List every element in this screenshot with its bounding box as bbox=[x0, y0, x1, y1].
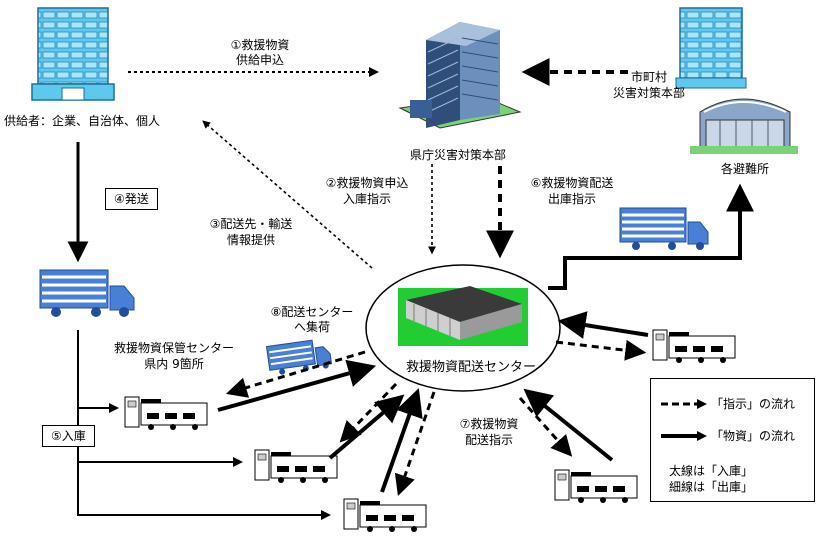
flow-arrow-wh2-in bbox=[328, 394, 405, 460]
step1-label-2: 供給申込 bbox=[235, 53, 284, 67]
flow-arrow-wh4-out bbox=[555, 339, 647, 361]
legend-note-1: 太線は「入庫」 bbox=[669, 464, 754, 478]
municipal-label-1: 市町村 bbox=[630, 70, 667, 84]
step2-label-1: ②救援物資申込 bbox=[325, 176, 409, 190]
flow-arrow-wh4-in bbox=[557, 311, 649, 339]
hq-tower-icon bbox=[398, 22, 522, 129]
step7-label-1: ⑦救援物資 bbox=[459, 417, 519, 431]
shelter-building-icon bbox=[675, 7, 798, 154]
warehouse-icon bbox=[343, 498, 427, 532]
flow-arrow-to-shelters bbox=[548, 183, 754, 290]
truck-icon bbox=[39, 269, 135, 317]
step7-label-2: 配送指示 bbox=[464, 433, 513, 447]
shelters-label: 各避難所 bbox=[720, 162, 769, 176]
legend-goods: 「物資」の流れ bbox=[659, 427, 814, 445]
legend-goods-label: 「物資」の流れ bbox=[711, 429, 796, 443]
office-building-icon bbox=[31, 7, 115, 101]
solid-arrow-icon bbox=[661, 431, 707, 441]
step6-label-1: ⑥救援物資配送 bbox=[530, 176, 614, 190]
flow-arrow-wh5-in bbox=[523, 388, 614, 462]
step8-label-1: ⑧配送センター bbox=[270, 305, 354, 319]
supplier-label: 供給者：企業、自治体、個人 bbox=[4, 114, 161, 128]
warehouse-icon bbox=[124, 396, 208, 430]
hq-label: 県庁災害対策本部 bbox=[409, 148, 506, 162]
flow-arrow-wh3-out bbox=[394, 391, 436, 496]
step6-label-2: 出庫指示 bbox=[547, 192, 596, 206]
flow-arrow-wh3-in bbox=[380, 388, 423, 493]
truck-icon bbox=[619, 207, 709, 250]
distribution-center-icon bbox=[398, 286, 528, 346]
legend-instruction: 「指示」の流れ bbox=[659, 395, 814, 413]
legend-note-2: 細線は「出庫」 bbox=[669, 480, 754, 494]
storage-label-1: 救援物資保管センター bbox=[113, 341, 234, 355]
distribution-center bbox=[365, 264, 561, 392]
warehouse-icon bbox=[652, 329, 736, 363]
step1-label-1: ①救援物資 bbox=[230, 38, 290, 52]
step8-label-2: へ集荷 bbox=[293, 320, 330, 334]
dashed-arrow-icon bbox=[661, 399, 707, 409]
legend: 「指示」の流れ 「物資」の流れ 太線は「入庫」 細線は「出庫」 bbox=[650, 378, 815, 502]
flow-arrow-3 bbox=[202, 120, 373, 269]
step3-label-2: 情報提供 bbox=[226, 233, 275, 247]
step3-label-1: ③配送先・輸送 bbox=[209, 217, 293, 231]
warehouse-icon bbox=[254, 449, 338, 483]
truck-icon bbox=[265, 339, 333, 375]
municipal-label-2: 災害対策本部 bbox=[612, 86, 685, 100]
flow-arrow-wh2-out bbox=[339, 382, 398, 443]
storage-label-2: 県内 9箇所 bbox=[144, 357, 204, 371]
step4-label: ④発送 bbox=[105, 188, 158, 210]
center-label: 救援物資配送センター bbox=[405, 360, 536, 375]
step2-label-2: 入庫指示 bbox=[342, 192, 391, 206]
legend-instruction-label: 「指示」の流れ bbox=[711, 397, 796, 411]
flow-line-5 bbox=[77, 330, 331, 520]
step5-label: ⑤入庫 bbox=[42, 425, 95, 447]
warehouse-icon bbox=[554, 469, 638, 503]
flow-arrow-wh5-out bbox=[518, 397, 573, 457]
flow-arrow-wh1-in bbox=[217, 359, 377, 412]
